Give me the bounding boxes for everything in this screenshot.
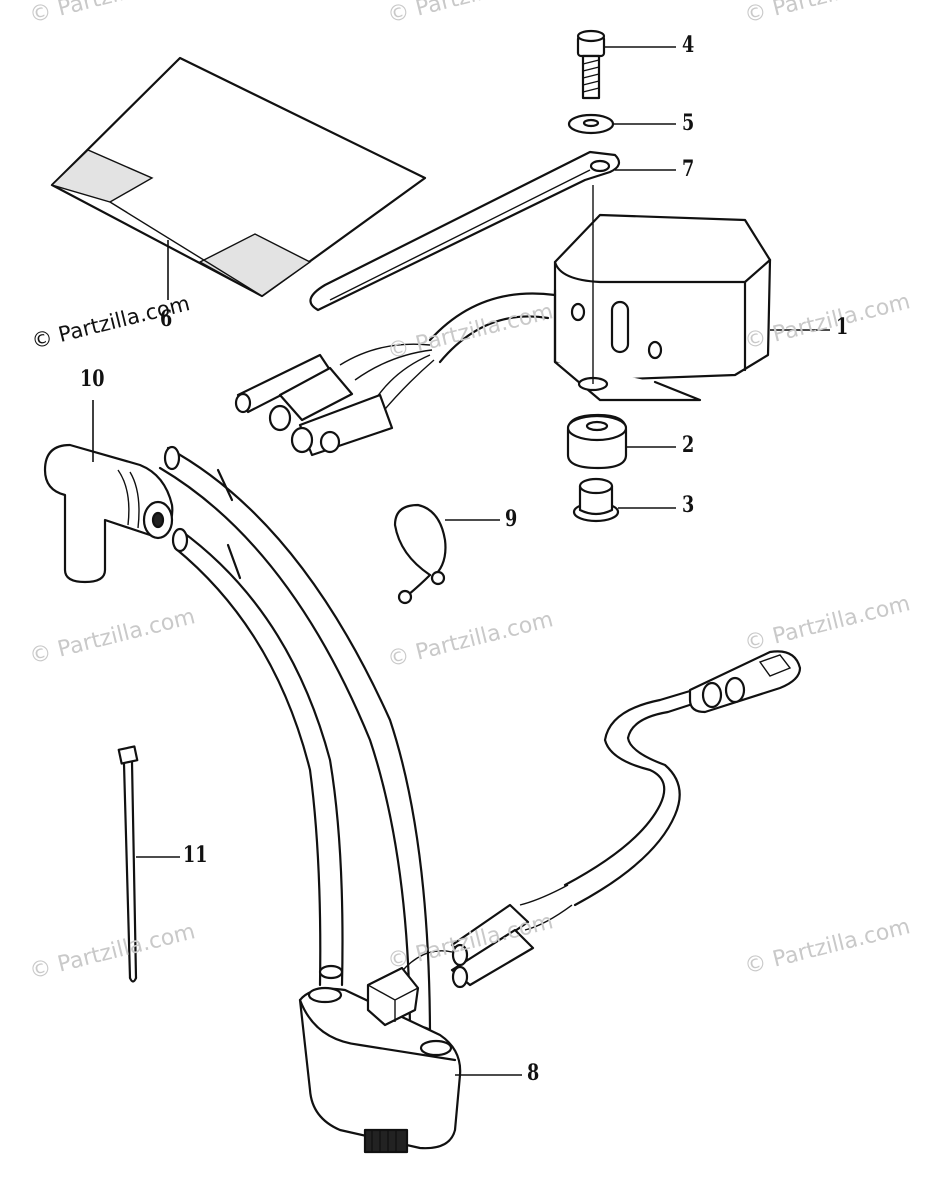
copyright-icon: ©: [384, 945, 413, 975]
cdi-harness: [234, 292, 557, 457]
callout-part-7[interactable]: 7: [682, 156, 695, 182]
spark-plug-cap: [43, 443, 174, 584]
copyright-icon: ©: [26, 640, 55, 670]
cable-tie: [117, 745, 139, 983]
ground-strap: [309, 150, 621, 312]
cdi-unit: [553, 185, 772, 402]
copyright-icon: ©: [741, 950, 770, 980]
copyright-icon: ©: [741, 0, 770, 29]
callout-part-1[interactable]: 1: [836, 314, 849, 340]
ignition-coil: [298, 966, 462, 1154]
grommet: [566, 413, 628, 470]
washer: [567, 113, 615, 135]
callout-part-2[interactable]: 2: [682, 432, 695, 458]
callout-part-4[interactable]: 4: [682, 32, 695, 58]
callout-part-8[interactable]: 8: [527, 1060, 540, 1086]
callout-part-5[interactable]: 5: [682, 110, 695, 136]
callout-part-6[interactable]: 6: [160, 306, 173, 332]
copyright-icon: ©: [26, 0, 55, 29]
callout-part-9[interactable]: 9: [505, 506, 518, 532]
callout-part-10[interactable]: 10: [80, 366, 105, 392]
copyright-icon: ©: [741, 325, 770, 355]
collar: [572, 477, 620, 523]
callout-part-11[interactable]: 11: [183, 842, 208, 868]
bolt: [576, 29, 606, 100]
decal-sheet: [50, 56, 427, 298]
copyright-icon: ©: [741, 627, 770, 657]
primary-harness: [394, 650, 802, 989]
copyright-icon: ©: [384, 643, 413, 673]
copyright-icon: ©: [26, 955, 55, 985]
copyright-icon: ©: [384, 335, 413, 365]
copyright-icon: ©: [384, 0, 413, 29]
high-tension-leads: [158, 445, 433, 1042]
callout-part-3[interactable]: 3: [682, 492, 695, 518]
leader-lines: [92, 46, 830, 1076]
wire-clamp: [393, 503, 447, 605]
